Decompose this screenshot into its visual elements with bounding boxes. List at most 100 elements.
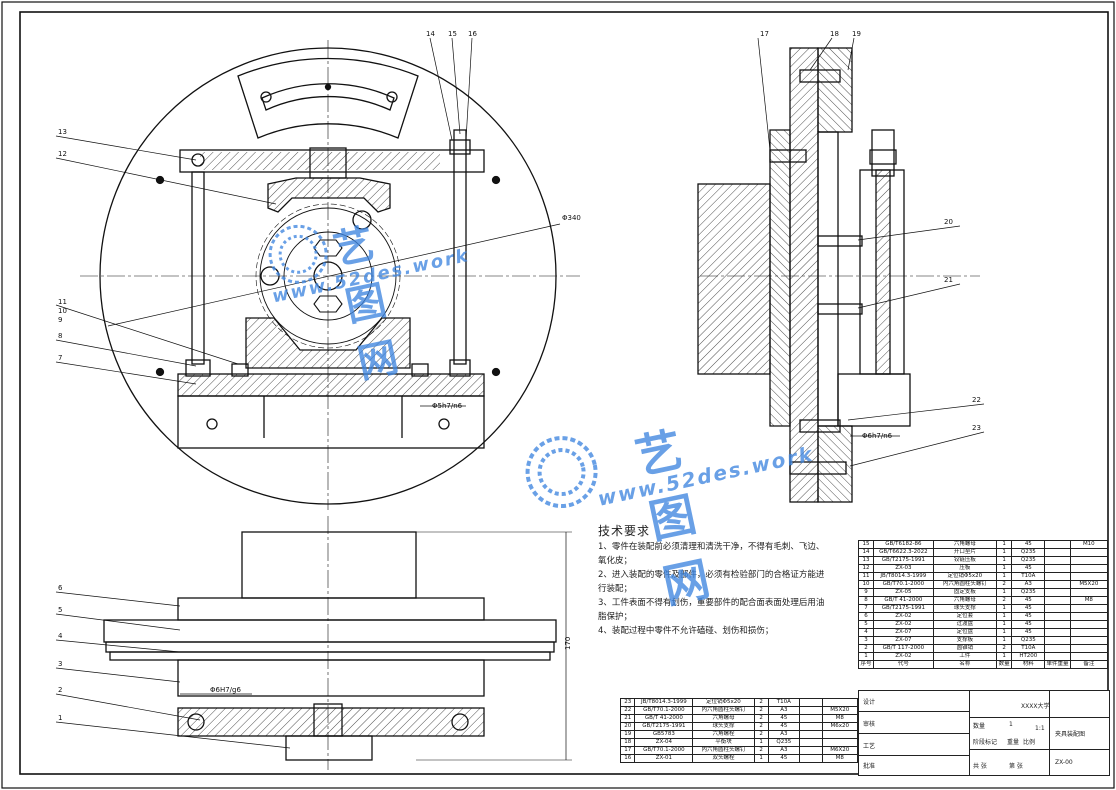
- bom-cell: [1069, 588, 1109, 597]
- tech-requirement-item: 3、工件表面不得有划伤，重要部件的配合面表面处理后用油脂保护；: [598, 598, 825, 622]
- bom-cell: [1069, 644, 1109, 653]
- bom-cell: 六角螺母: [932, 596, 998, 605]
- callout-6: 6: [58, 584, 63, 592]
- bom-cell: 1: [753, 754, 769, 763]
- bom-cell: M6x20: [821, 722, 859, 731]
- drawing-number: ZX-00: [1055, 759, 1073, 766]
- bom-cell: 1: [996, 548, 1013, 557]
- bom-cell: 4: [857, 628, 875, 637]
- bom-cell: 2: [996, 596, 1013, 605]
- sheet-number: 第 张: [1009, 763, 1023, 770]
- bom-cell: 12: [857, 564, 875, 573]
- weight-label: 重量: [1007, 739, 1020, 746]
- bom-cell: ZX-02: [873, 652, 934, 661]
- bom-cell: 45: [767, 722, 801, 731]
- bom-cell: [1044, 572, 1071, 581]
- bom-cell: [799, 714, 823, 723]
- bom-cell: 开口垫片: [932, 548, 998, 557]
- bom-cell: JB/T8014.3-1999: [634, 698, 694, 707]
- bom-cell: 1: [857, 652, 875, 661]
- bom-cell: M8: [821, 754, 859, 763]
- bom-cell: 定位盘: [932, 628, 998, 637]
- callout-11: 11: [58, 298, 67, 306]
- bom-cell: [799, 706, 823, 715]
- bom-cell: M8: [1069, 596, 1109, 605]
- callout-17: 17: [760, 30, 769, 38]
- bom-cell: 20: [619, 722, 636, 731]
- bom-cell: [821, 698, 859, 707]
- bom-cell: 内六角圆柱头螺钉: [692, 746, 755, 755]
- bom-cell: A3: [767, 730, 801, 739]
- bom-cell: M6X20: [821, 746, 859, 755]
- stage-label: 阶段标记: [973, 739, 998, 746]
- front-view: [80, 40, 580, 510]
- bom-cell: [1069, 604, 1109, 613]
- bom-cell: 圆锥销: [932, 644, 998, 653]
- callout-13: 13: [58, 128, 67, 136]
- bom-cell: GB/T6622.3-2022: [873, 548, 934, 557]
- callout-14: 14: [426, 30, 435, 38]
- drawing-name: 夹具装配图: [1055, 731, 1086, 738]
- title-block: XXXX大学 夹具装配图 ZX-00 数量 1 阶段标记 重量 比例 1:1 共…: [858, 690, 1110, 776]
- dim-fit-bottom: Φ6H7/g6: [210, 686, 241, 694]
- bom-cell: M10: [1069, 540, 1109, 549]
- bom-cell: [799, 730, 823, 739]
- bom-cell: 1: [996, 540, 1013, 549]
- bom-cell: 16: [619, 754, 636, 763]
- bom-cell: GB/T2175-1991: [873, 556, 934, 565]
- tech-requirements-title: 技术要求: [598, 524, 651, 538]
- bom-cell: 45: [1011, 540, 1046, 549]
- bom-cell: 1: [996, 628, 1013, 637]
- bom-cell: GB/T 41-2000: [634, 714, 694, 723]
- bom-cell: 定位销Φ5x20: [692, 698, 755, 707]
- bom-cell: GB/T 117-2000: [873, 644, 934, 653]
- bom-cell: [1044, 652, 1071, 661]
- bom-header-row: 序号代号名称数量材料单件重量备注: [857, 660, 1109, 669]
- callout-1: 1: [58, 714, 62, 722]
- bom-cell: HT200: [1011, 652, 1046, 661]
- bom-cell: 过渡盘: [932, 620, 998, 629]
- bom-cell: 2: [753, 714, 769, 723]
- bom-cell: A3: [767, 746, 801, 755]
- bom-cell: 7: [857, 604, 875, 613]
- bom-cell: 18: [619, 738, 636, 747]
- bom-cell: GB/T70.1-2000: [634, 746, 694, 755]
- tech-requirement-item: 1、零件在装配前必须清理和清洗干净，不得有毛刺、飞边、氧化皮；: [598, 542, 825, 566]
- callout-15: 15: [448, 30, 457, 38]
- dim-fit-main: Φ5h7/n6: [432, 402, 463, 410]
- bottom-view: [103, 516, 572, 770]
- scale-label: 比例: [1023, 739, 1036, 746]
- bom-cell: [1044, 540, 1071, 549]
- bom-cell: ZX-05: [873, 588, 934, 597]
- bom-cell: 1: [996, 652, 1013, 661]
- callout-18: 18: [830, 30, 839, 38]
- bom-cell: [799, 754, 823, 763]
- tech-requirement-item: 4、装配过程中零件不允许磕碰、划伤和损伤；: [598, 626, 774, 636]
- bom-cell: 45: [1011, 564, 1046, 573]
- bom-cell: [1044, 612, 1071, 621]
- bom-cell: 平衡块: [692, 738, 755, 747]
- bom-header-cell: 单件重量: [1044, 660, 1071, 669]
- bom-cell: 六角螺母: [692, 714, 755, 723]
- bom-cell: 1: [996, 588, 1013, 597]
- callout-9: 9: [58, 316, 62, 324]
- bom-cell: M5X20: [1069, 580, 1109, 589]
- bom-header-cell: 数量: [996, 660, 1013, 669]
- bom-cell: 6: [857, 612, 875, 621]
- bom-cell: 2: [753, 706, 769, 715]
- bom-cell: [799, 722, 823, 731]
- bom-cell: GB5783: [634, 730, 694, 739]
- bom-cell: 内六角圆柱头螺钉: [932, 580, 998, 589]
- quantity-label: 数量: [973, 723, 986, 730]
